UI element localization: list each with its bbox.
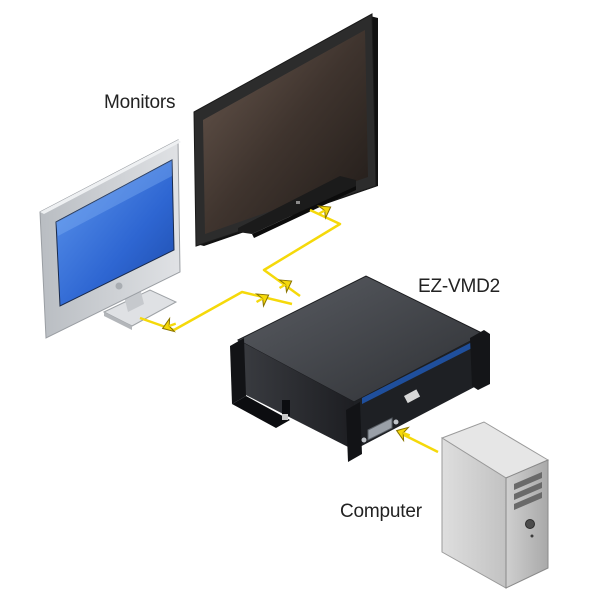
end-cap-left xyxy=(230,338,246,404)
end-cap-right xyxy=(470,330,490,390)
drive-bay xyxy=(514,492,542,510)
tower-computer-icon xyxy=(440,421,550,589)
vga-port xyxy=(367,417,393,441)
signal-arrows xyxy=(161,205,411,443)
signal-arrow-icon xyxy=(316,205,332,220)
monitors-label: Monitors xyxy=(104,92,176,113)
flat-tv-monitor-icon xyxy=(193,13,378,247)
signal-arrow-icon xyxy=(277,279,293,294)
imac-monitor-icon xyxy=(39,139,181,339)
port-screw xyxy=(393,419,399,425)
signal-arrow-icon xyxy=(161,316,177,333)
drive-bay xyxy=(514,482,542,500)
cable-computer xyxy=(397,430,439,454)
drive-bay xyxy=(514,472,542,490)
port-screw xyxy=(361,437,367,443)
signal-arrow-icon xyxy=(395,426,411,443)
computer-label: Computer xyxy=(340,501,422,522)
power-button xyxy=(525,519,535,529)
switch-box-icon xyxy=(230,275,490,462)
signal-arrow-icon xyxy=(254,293,270,308)
front-accent-strip xyxy=(362,340,476,404)
device-label: EZ-VMD2 xyxy=(418,276,500,297)
front-label xyxy=(403,389,421,404)
